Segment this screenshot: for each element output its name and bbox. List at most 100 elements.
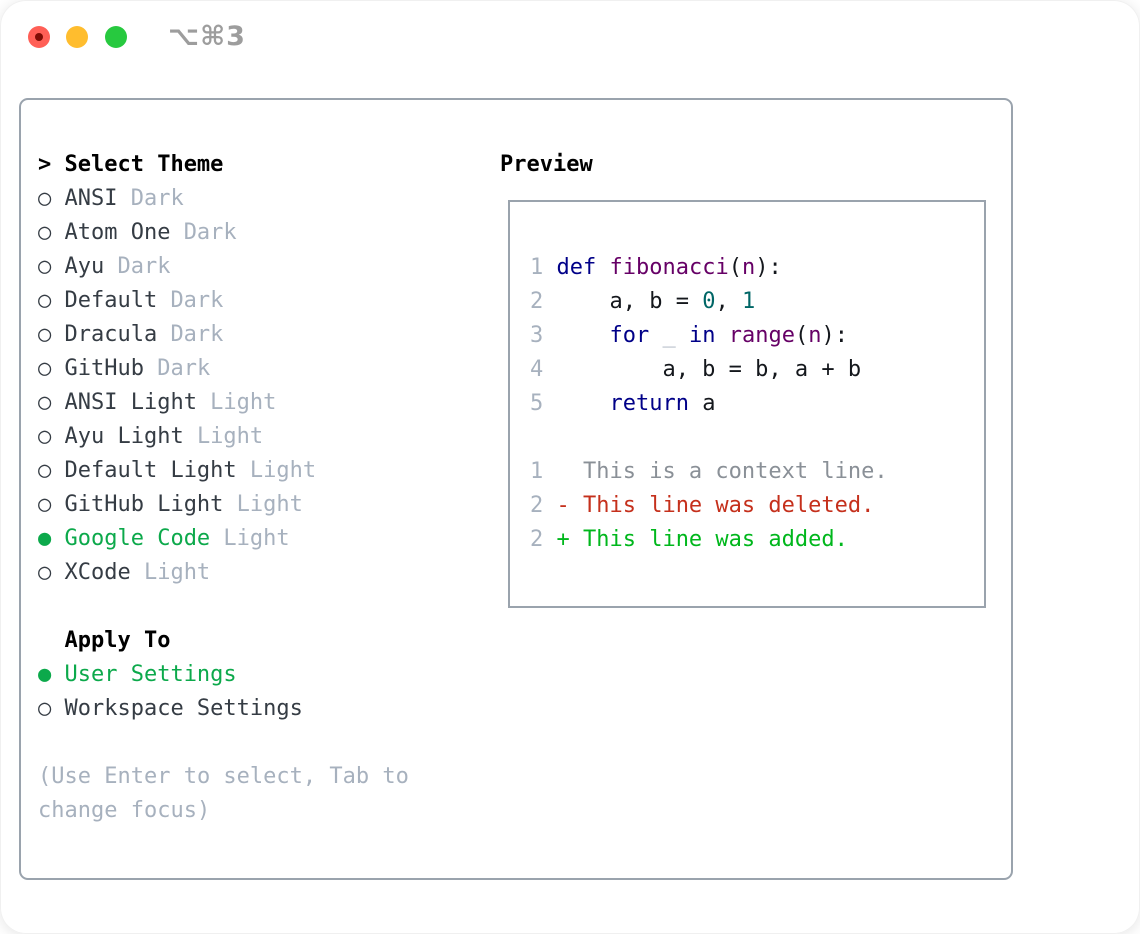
code-token: n [741,255,756,280]
radio-icon: ○ [38,560,52,585]
apply-option-workspace-settings[interactable]: ○ Workspace Settings [38,692,478,726]
apply-to-header-row: Apply To [38,624,478,658]
diff-line-deleted: 2 - This line was deleted. [530,489,984,523]
radio-icon: ○ [38,186,52,211]
line-number: 3 [530,323,544,348]
theme-name: GitHub [64,356,144,381]
code-token [676,323,689,348]
preview-heading: Preview [500,152,593,177]
radio-icon: ○ [38,696,52,721]
diff-preview: 1 This is a context line. 2 - This line wa… [530,455,984,557]
cursor-icon: > [38,152,52,177]
theme-option-ayu-light[interactable]: ○ Ayu Light Light [38,420,478,454]
line-number: 2 [530,289,544,314]
code-token [556,323,609,348]
code-token [556,391,609,416]
titlebar: ⌥⌘3 [0,0,1140,72]
code-token [649,323,662,348]
apply-option-user-settings[interactable]: ● User Settings [38,658,478,692]
apply-option-label: Workspace Settings [64,696,303,721]
radio-icon: ○ [38,492,52,517]
code-token [715,323,728,348]
line-number: 1 [530,255,544,280]
code-token [596,255,609,280]
apply-to-list: ● User Settings ○ Workspace Settings [38,658,478,726]
code-token: 1 [741,289,756,314]
theme-variant-badge: Light [236,492,303,517]
code-token: ): [755,255,782,280]
line-number: 4 [530,357,544,382]
code-token: n [808,323,822,348]
code-token: return [609,391,689,416]
theme-name: Dracula [64,322,158,347]
help-text: (Use Enter to select, Tab to change focu… [38,764,409,823]
code-token: ): [821,323,848,348]
radio-icon: ○ [38,390,52,415]
diff-text: - This line was deleted. [556,493,875,518]
theme-variant-badge: Dark [170,288,224,313]
code-line: 3 for _ in range(n): [530,319,984,353]
line-number: 2 [530,493,544,518]
theme-name: Google Code [64,526,211,551]
line-number: 2 [530,527,544,552]
zoom-button[interactable] [105,26,127,48]
line-number: 5 [530,391,544,416]
radio-icon: ○ [38,254,52,279]
code-token: a [688,391,716,416]
diff-text: This is a context line. [556,459,888,484]
radio-icon: ○ [38,220,52,245]
code-token: a, b = b, a + b [556,357,862,382]
theme-variant-badge: Dark [170,322,224,347]
theme-name: Default [64,288,158,313]
theme-name: GitHub Light [64,492,224,517]
code-token: fibonacci [609,255,729,280]
code-token: 0 [702,289,716,314]
close-button[interactable] [28,26,50,48]
theme-variant-badge: Light [196,424,264,449]
line-number: 1 [530,459,544,484]
diff-line-added: 2+ This line was added. [530,523,984,557]
diff-line-context: 1 This is a context line. [530,455,984,489]
apply-option-label: User Settings [64,662,237,687]
theme-variant-badge: Dark [130,186,184,211]
code-line: 4 a, b = b, a + b [530,353,984,387]
code-token: a, b = [556,289,703,314]
select-theme-heading: Select Theme [64,152,224,177]
radio-icon: ○ [38,424,52,449]
code-token: range [728,323,795,348]
radio-selected-icon: ● [38,526,52,551]
code-token: ( [728,255,742,280]
code-line: 1 def fibonacci(n): [530,251,984,285]
code-token: ( [794,323,809,348]
theme-option-github-light[interactable]: ○ GitHub Light Light [38,488,478,522]
window-title: ⌥⌘3 [168,21,246,52]
theme-variant-badge: Dark [117,254,171,279]
theme-name: Default Light [64,458,237,483]
radio-icon: ○ [38,322,52,347]
theme-option-dracula[interactable]: ○ Dracula Dark [38,318,478,352]
theme-option-default[interactable]: ○ Default Dark [38,284,478,318]
radio-icon: ○ [38,288,52,313]
code-token: def [556,255,597,280]
theme-variant-badge: Light [249,458,317,483]
code-line: 5 return a [530,387,984,421]
theme-variant-badge: Dark [157,356,211,381]
theme-name: Ayu Light [64,424,184,449]
minimize-button[interactable] [66,26,88,48]
radio-selected-icon: ● [38,662,52,687]
theme-variant-badge: Dark [183,220,237,245]
